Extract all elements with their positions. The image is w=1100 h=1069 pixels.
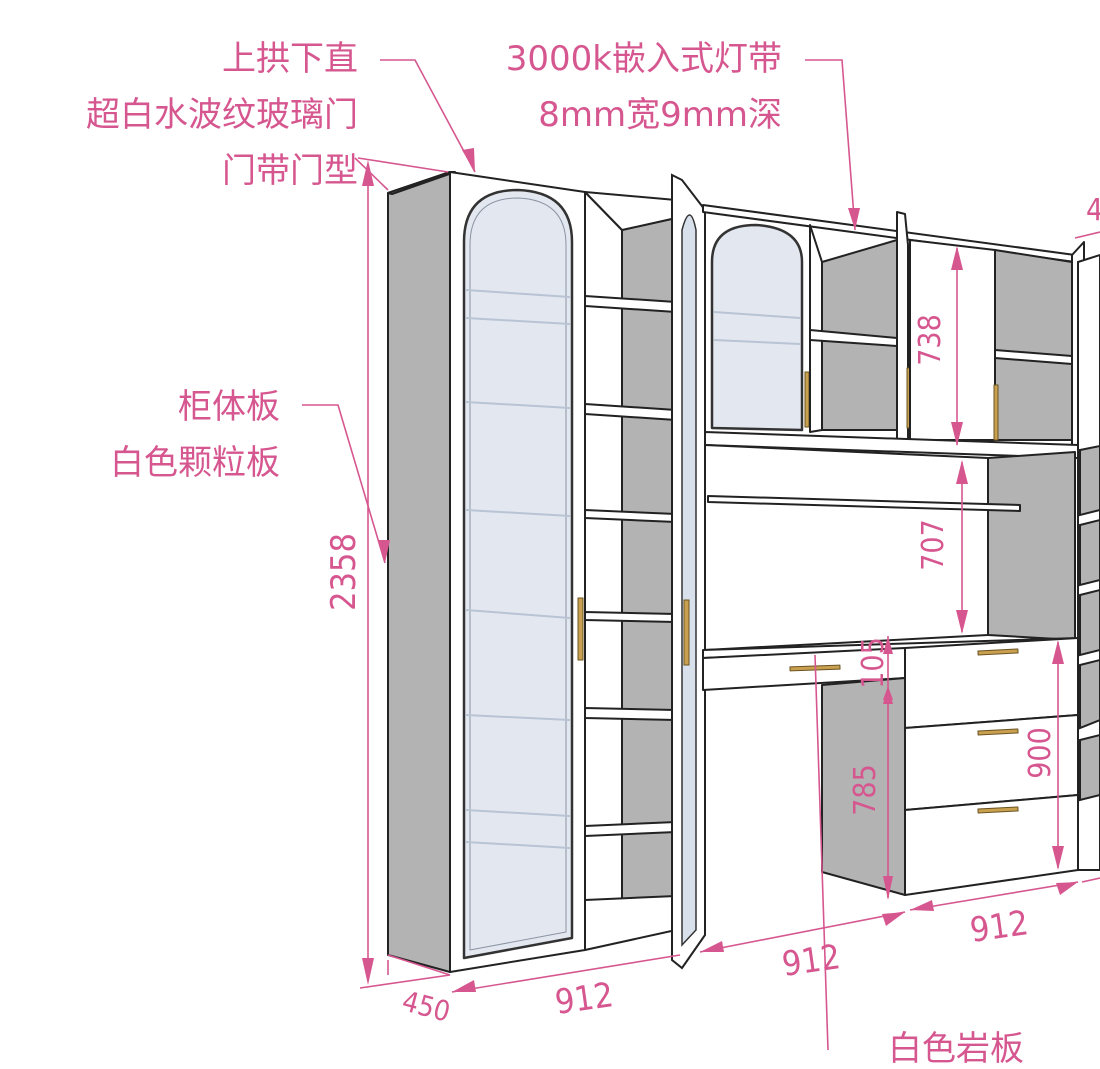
- dim-width-right: 912: [967, 903, 1031, 951]
- board-callout-line2: 白色颗粒板: [110, 443, 280, 483]
- dim-desk-opening: 707: [915, 519, 951, 571]
- dim-upper-cabinet: 738: [912, 314, 948, 366]
- right-wine-rack: [1077, 253, 1100, 871]
- light-callout: 3000k嵌入式灯带 8mm宽9mm深: [470, 42, 782, 132]
- desk-right-wall: [987, 451, 1076, 641]
- light-callout-line2: 8mm宽9mm深: [538, 95, 782, 135]
- desk-floating-shelf: [707, 495, 1021, 512]
- upper-right-cubby: [994, 249, 1073, 441]
- left-side-panel: [387, 171, 451, 973]
- dim-drawer-height: 900: [1022, 727, 1058, 779]
- board-callout: 柜体板 白色颗粒板: [60, 390, 280, 480]
- dim-width-middle: 912: [779, 937, 843, 985]
- handle-open-door: [683, 599, 690, 666]
- upper-open-door: [896, 211, 909, 446]
- upper-glass-lines: [713, 311, 801, 345]
- glass-door-left-inner: [469, 197, 567, 951]
- handle-upper-right: [993, 384, 999, 441]
- light-callout-line1: 3000k嵌入式灯带: [505, 39, 782, 79]
- door-callout-line1: 上拱下直: [222, 39, 358, 79]
- dim-desk-height: 785: [847, 764, 883, 816]
- dim-width-left: 912: [552, 975, 616, 1023]
- door-callout-line2: 超白水波纹玻璃门: [86, 95, 358, 135]
- bottom-callout-line1: 白色岩板: [888, 1029, 1024, 1069]
- glass-shelf-lines: [465, 289, 571, 849]
- dimension-arrowheads: [362, 148, 1078, 992]
- left-tall-cabinet: [387, 171, 586, 973]
- handle-upper-glass: [804, 371, 810, 428]
- bottom-callout: 白色岩板: [888, 1032, 1024, 1066]
- glass-door-left: [462, 188, 574, 960]
- dim-partial-top-right: 4: [1086, 193, 1100, 228]
- middle-section: [702, 204, 1093, 896]
- handle-left-door: [577, 597, 584, 661]
- door-callout: 上拱下直 超白水波纹玻璃门 门带门型: [40, 42, 358, 188]
- door-callout-line3: 门带门型: [222, 151, 358, 191]
- board-callout-line1: 柜体板: [178, 387, 280, 427]
- upper-glass-door: [710, 223, 804, 432]
- wine-rack-slots: [1079, 444, 1100, 802]
- open-glass-door: [671, 173, 706, 970]
- upper-cubby-back: [809, 224, 823, 433]
- open-shelf-section: [584, 191, 677, 951]
- dim-desk-thickness: 105: [855, 637, 891, 689]
- drawer-handles: [977, 648, 1019, 814]
- open-door-glass: [681, 214, 697, 947]
- dim-total-height: 2358: [323, 533, 364, 611]
